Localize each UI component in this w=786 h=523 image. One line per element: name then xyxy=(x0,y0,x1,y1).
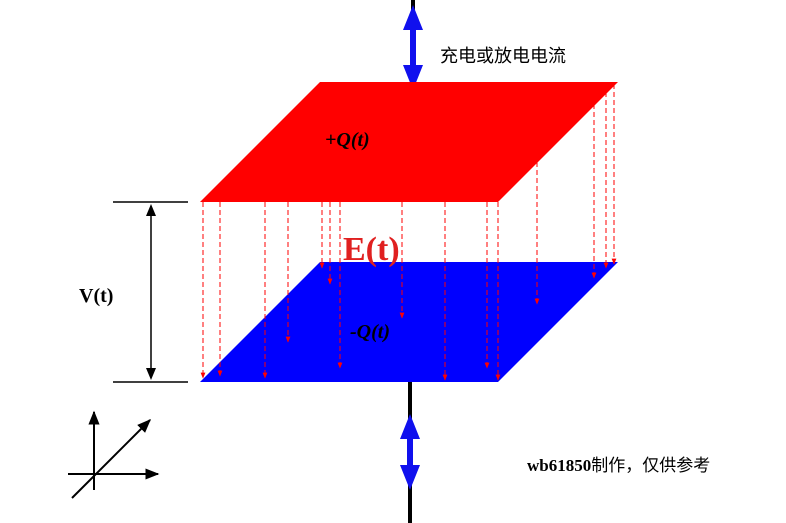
voltage-dimension xyxy=(113,201,188,383)
credit-text: wb61850制作，仅供参考 xyxy=(527,456,710,476)
top-charge-label: +Q(t) xyxy=(325,129,370,151)
axes-icon xyxy=(68,410,160,499)
top-current-arrow xyxy=(403,5,423,90)
bottom-current-arrow xyxy=(400,414,420,490)
current-label: 充电或放电电流 xyxy=(440,46,566,67)
voltage-label: V(t) xyxy=(79,285,113,307)
top-plate xyxy=(200,82,618,202)
bottom-plate xyxy=(200,262,618,382)
field-label: E(t) xyxy=(343,231,400,268)
field-lines xyxy=(200,84,617,381)
bottom-charge-label: -Q(t) xyxy=(350,321,390,343)
